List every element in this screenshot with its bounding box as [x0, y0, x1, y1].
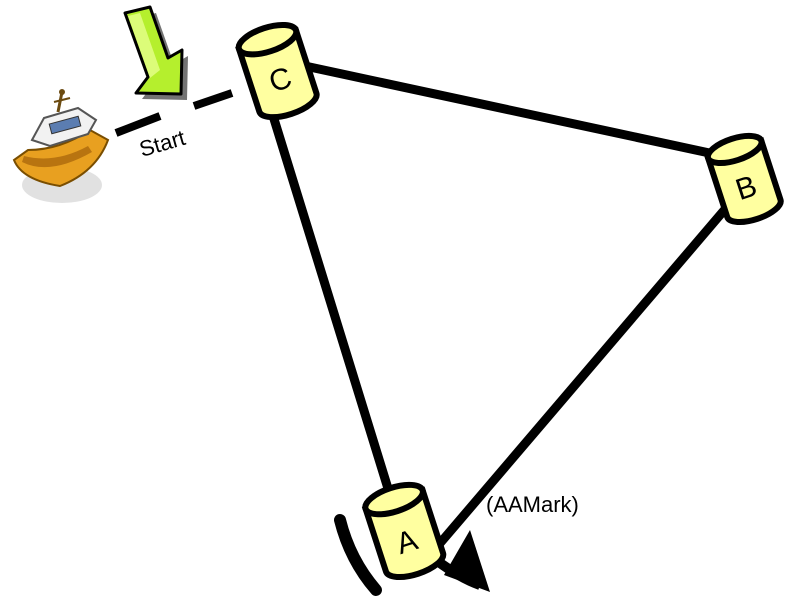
leg-c-to-b	[300, 61, 747, 165]
start-label: Start	[136, 125, 188, 162]
start-arrow-icon	[123, 5, 188, 100]
buoy-b: B	[704, 132, 784, 225]
start-line-dash	[114, 112, 162, 137]
buoy-c: C	[235, 21, 320, 121]
leg-b-to-a	[425, 189, 743, 560]
start-line	[114, 89, 234, 137]
boat-icon	[12, 89, 110, 203]
buoy-a: A	[361, 481, 447, 581]
course-legs	[265, 61, 747, 560]
start-line-dash	[192, 89, 234, 110]
mark-note-label: (AAMark)	[486, 492, 579, 517]
leg-a-to-c	[265, 101, 395, 500]
